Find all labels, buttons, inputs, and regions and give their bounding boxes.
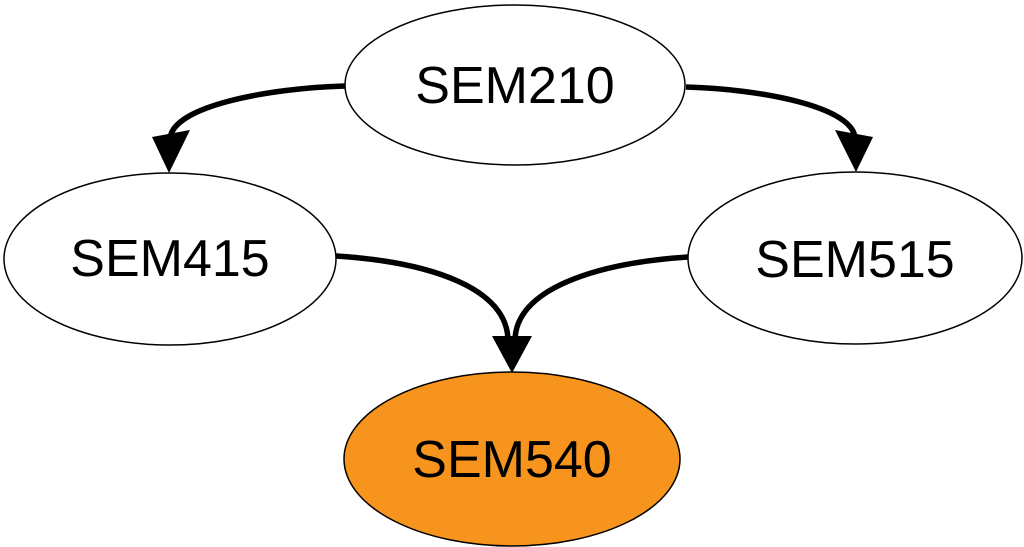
node-sem415-ellipse bbox=[3, 172, 337, 346]
node-sem415-label: SEM415 bbox=[70, 230, 269, 288]
edge-sem415-to-sem540 bbox=[335, 253, 511, 342]
node-sem515-ellipse bbox=[687, 171, 1023, 345]
arrowhead-sem540 bbox=[492, 336, 532, 373]
arrowhead-sem515 bbox=[835, 130, 873, 172]
arrowhead-sem415 bbox=[152, 130, 190, 173]
node-sem515: SEM515 bbox=[687, 171, 1023, 345]
node-sem210-label: SEM210 bbox=[415, 57, 614, 115]
node-sem540: SEM540 bbox=[343, 371, 681, 547]
node-sem515-label: SEM515 bbox=[755, 231, 954, 289]
nodes-layer: SEM210 SEM415 SEM515 SEM540 bbox=[3, 4, 1023, 547]
edge-sem515-to-sem540 bbox=[512, 254, 689, 342]
edge-sem210-to-sem415 bbox=[167, 83, 346, 141]
node-sem210-ellipse bbox=[344, 4, 686, 166]
node-sem540-label: SEM540 bbox=[412, 431, 611, 489]
node-sem415: SEM415 bbox=[3, 172, 337, 346]
node-sem210: SEM210 bbox=[344, 4, 686, 166]
edges-layer bbox=[152, 83, 873, 373]
edge-sem210-to-sem515 bbox=[685, 84, 858, 140]
node-sem540-ellipse bbox=[343, 371, 681, 547]
